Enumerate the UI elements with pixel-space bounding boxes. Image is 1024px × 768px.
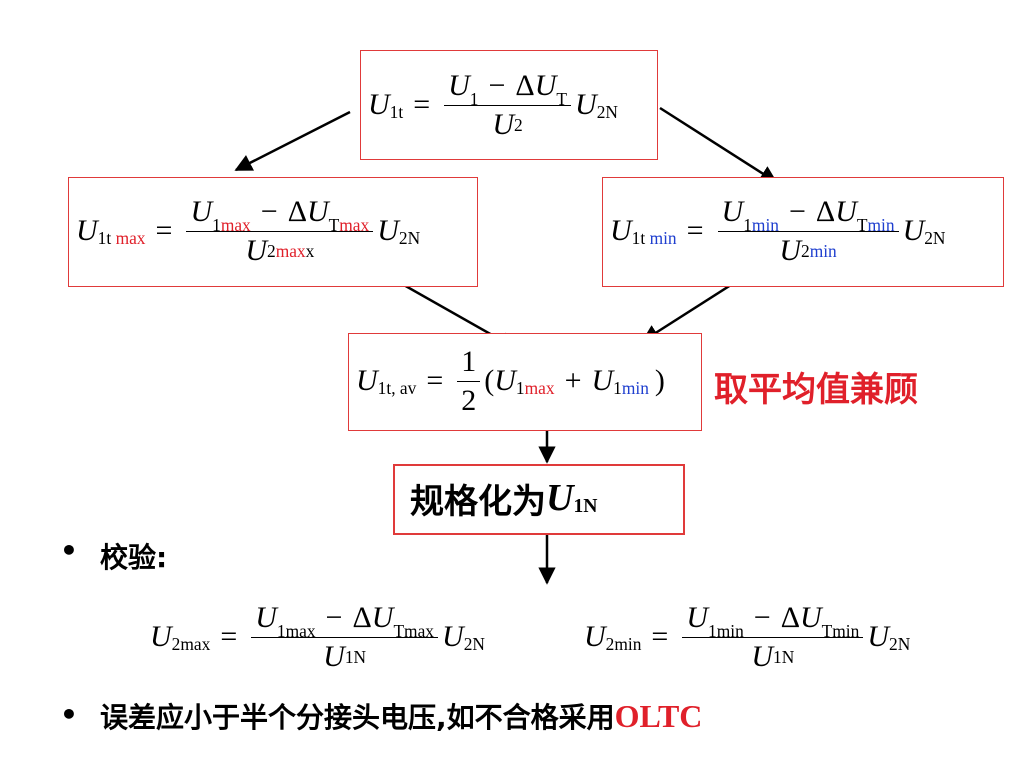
- formula-box-min: [602, 177, 1004, 287]
- arrow-top-to-right: [659, 106, 778, 184]
- formula-box-top: [360, 50, 658, 160]
- formula-box-max: [68, 177, 478, 287]
- bullet-check: •: [60, 534, 78, 567]
- check-label: 校验:: [100, 541, 168, 574]
- normalize-box: [393, 464, 685, 535]
- error-note: 误差应小于半个分接头电压,如不合格采用: [100, 701, 615, 734]
- oltc-label: OLTC: [614, 698, 703, 734]
- average-note: 取平均值兼顾: [714, 370, 918, 410]
- arrow-top-to-left: [234, 110, 351, 172]
- bullet-error: •: [60, 698, 78, 731]
- formula-box-average: [348, 333, 702, 431]
- error-note-line: 误差应小于半个分接头电压,如不合格采用OLTC: [100, 696, 702, 736]
